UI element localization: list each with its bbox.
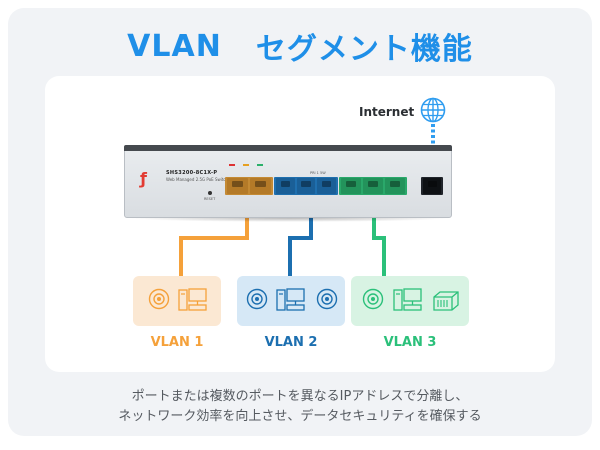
vlan3-label: VLAN 3 [383,335,437,350]
led-red-icon [229,164,235,166]
vlan1-label: VLAN 1 [150,335,204,350]
internet-label: Internet [359,105,415,119]
caption-line-1: ポートまたは複数のポートを異なるIPアドレスで分離し、 [131,389,469,404]
reset-button-icon [208,191,212,195]
poe-label: PRI 1 5W [310,171,326,175]
desktop-pc-icon [276,288,305,311]
caption-line-2: ネットワーク効率を向上させ、データセキュリティを確保する [118,409,482,424]
ethernet-port [385,178,405,194]
port-group-vlan2 [274,177,338,195]
ethernet-port [341,178,361,194]
port-group-vlan1 [225,177,273,195]
ethernet-port [296,178,316,194]
sfp-port [421,177,443,195]
ethernet-port [227,178,248,194]
vlan2-label: VLAN 2 [264,335,318,350]
switch-model: SHS3200-8C1X-P [166,170,218,176]
switch-subtitle: Web Managed 2.5G PoE Switch [166,177,229,182]
network-device-icon [433,291,459,311]
globe-icon [420,97,446,123]
ethernet-port [250,178,271,194]
desktop-pc-icon [178,288,207,311]
ethernet-port [317,178,337,194]
switch-shadow [128,214,452,222]
sfp-slot [423,178,441,194]
camera-icon [246,288,268,310]
camera-icon [148,288,170,310]
status-leds [224,163,265,167]
ethernet-port [276,178,295,194]
camera-icon [362,288,384,310]
port-group-vlan3 [339,177,407,195]
page-title: VLAN セグメント機能 [0,22,600,70]
switch-top-edge [124,145,452,151]
reset-label: RESET [204,197,216,201]
camera-icon [316,288,338,310]
title-segment: セグメント機能 [255,32,473,67]
desktop-pc-icon [393,288,422,311]
ethernet-port [363,178,383,194]
brand-logo-icon: ƒ [140,169,147,188]
led-orange-icon [243,164,250,166]
title-vlan: VLAN [127,28,222,64]
led-green-icon [257,164,264,166]
